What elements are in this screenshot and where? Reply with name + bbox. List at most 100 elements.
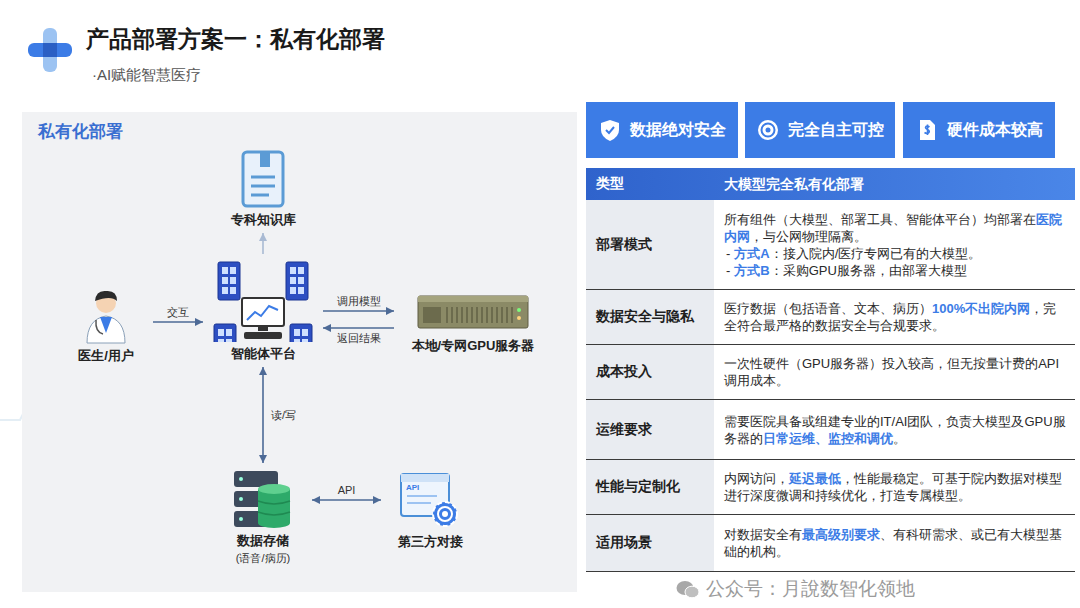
icon-wrap — [208, 258, 318, 342]
logo-cross — [28, 28, 72, 72]
highlight-text: 延迟最低 — [789, 471, 841, 486]
panel-title: 私有化部署 — [38, 120, 123, 143]
cell-paragraph: 需要医院具备或组建专业的IT/AI团队，负责大模型及GPU服务器的日常运维、监控… — [724, 413, 1067, 447]
icon-node: API 第三方对接 — [385, 470, 475, 551]
watermark: 公众号：月說数智化领地 — [676, 576, 915, 602]
table-head-cell: 性能与定制化 — [586, 460, 714, 514]
node-sublabel: (语音/病历) — [236, 550, 290, 566]
slide-title: 产品部署方案一：私有化部署 — [86, 24, 385, 55]
node-label: 智能体平台 — [231, 345, 296, 363]
table-head-cell: 成本投入 — [586, 345, 714, 399]
cell-text: ，与公网物理隔离。 — [750, 229, 867, 244]
cell-text: 。 — [893, 431, 906, 446]
row-heading: 成本投入 — [596, 363, 652, 381]
cell-text: 对数据安全有 — [724, 527, 802, 542]
icon-node: 医生/用户 — [63, 286, 149, 365]
cell-text: ：接入院内/医疗专网已有的大模型。 — [770, 246, 982, 261]
badge-icon — [915, 118, 939, 142]
connector — [153, 321, 203, 323]
cell-paragraph: 对数据安全有最高级别要求、有科研需求、或已有大模型基础的机构。 — [724, 526, 1067, 560]
slide-subtitle: ·AI赋能智慧医疗 — [92, 66, 201, 85]
table-cell: 一次性硬件（GPU服务器）投入较高，但无按量计费的API调用成本。 — [714, 345, 1075, 399]
node-icon — [417, 290, 529, 334]
cell-text: - — [726, 263, 730, 278]
highlight-text: 最高级别要求 — [802, 527, 880, 542]
cell-paragraph: -方式B：采购GPU服务器，由部署大模型 — [724, 262, 1067, 279]
icon-wrap — [417, 290, 529, 334]
edge-label: 返回结果 — [335, 331, 383, 345]
node-label: 医生/用户 — [78, 347, 134, 365]
node-icon — [81, 286, 131, 344]
table-cell: 大模型完全私有化部署 — [714, 168, 1075, 200]
badge-icon — [756, 118, 780, 142]
row-heading: 类型 — [596, 175, 624, 193]
cell-paragraph: 一次性硬件（GPU服务器）投入较高，但无按量计费的API调用成本。 — [724, 355, 1067, 389]
table-head-cell: 类型 — [586, 168, 714, 200]
icon-wrap — [233, 150, 293, 208]
node-label: 专科知识库 — [231, 211, 296, 229]
node-icon — [232, 467, 294, 529]
cell-text: 一次性硬件（GPU服务器）投入较高，但无按量计费的API调用成本。 — [724, 356, 1059, 388]
connector — [262, 233, 264, 254]
row-heading: 性能与定制化 — [596, 478, 680, 496]
node-icon — [233, 150, 293, 208]
table-row: 适用场景 对数据安全有最高级别要求、有科研需求、或已有大模型基础的机构。 — [586, 515, 1075, 572]
feature-badge: 完全自主可控 — [745, 102, 895, 158]
connector — [323, 310, 394, 312]
spec-table: 类型 大模型完全私有化部署部署模式 所有组件（大模型、部署工具、智能体平台）均部署在… — [586, 168, 1075, 572]
table-head-cell: 数据安全与隐私 — [586, 290, 714, 344]
cell-paragraph: 所有组件（大模型、部署工具、智能体平台）均部署在医院内网，与公网物理隔离。 — [724, 211, 1067, 245]
highlight-text: 方式B — [734, 263, 769, 278]
node-icon — [208, 258, 318, 342]
icon-node: 数据存储(语音/病历) — [218, 467, 308, 566]
row-heading: 部署模式 — [596, 236, 652, 254]
icon-wrap — [81, 286, 131, 344]
badge-icon — [598, 118, 622, 142]
table-cell: 医疗数据（包括语音、文本、病历）100%不出院内网，完全符合最严格的数据安全与合… — [714, 290, 1075, 344]
icon-text: API — [406, 483, 419, 492]
wechat-icon — [676, 579, 700, 599]
cell-text: ：采购GPU服务器，由部署大模型 — [770, 263, 967, 278]
table-head-cell: 部署模式 — [586, 200, 714, 289]
row-heading: 运维要求 — [596, 421, 652, 439]
badge-text: 完全自主可控 — [788, 120, 884, 141]
node-label: 第三方对接 — [398, 533, 463, 551]
connector — [323, 327, 394, 329]
table-row: 类型 大模型完全私有化部署 — [586, 168, 1075, 200]
connector — [312, 499, 381, 501]
table-head-cell: 适用场景 — [586, 515, 714, 571]
edge-label: API — [336, 483, 358, 497]
highlight-text: 日常运维、监控和调优 — [763, 431, 893, 446]
node-label: 数据存储 — [237, 532, 289, 550]
node-icon — [399, 470, 461, 530]
cell-text: 大模型完全私有化部署 — [724, 176, 864, 192]
table-cell: 对数据安全有最高级别要求、有科研需求、或已有大模型基础的机构。 — [714, 515, 1075, 571]
row-heading: 数据安全与隐私 — [596, 308, 694, 326]
row-heading: 适用场景 — [596, 534, 652, 552]
icon-wrap: API — [399, 470, 461, 530]
table-row: 运维要求 需要医院具备或组建专业的IT/AI团队，负责大模型及GPU服务器的日常运… — [586, 400, 1075, 460]
table-cell: 内网访问，延迟最低，性能最稳定。可基于院内数据对模型进行深度微调和持续优化，打造… — [714, 460, 1075, 514]
cell-paragraph: 医疗数据（包括语音、文本、病历）100%不出院内网，完全符合最严格的数据安全与合… — [724, 300, 1067, 334]
panel: 私有化部署专科知识库医生/用户 智能体平台 本地/专网GPU服务器数据存储(语音/病… — [22, 112, 577, 592]
edge-label: 读/写 — [269, 408, 298, 422]
connector — [262, 367, 264, 463]
table-cell: 所有组件（大模型、部署工具、智能体平台）均部署在医院内网，与公网物理隔离。-方式… — [714, 200, 1075, 289]
feature-badge: 数据绝对安全 — [586, 102, 738, 158]
table-row: 部署模式 所有组件（大模型、部署工具、智能体平台）均部署在医院内网，与公网物理隔离… — [586, 200, 1075, 290]
cell-paragraph: 内网访问，延迟最低，性能最稳定。可基于院内数据对模型进行深度微调和持续优化，打造… — [724, 470, 1067, 504]
badge-text: 硬件成本较高 — [947, 120, 1043, 141]
icon-node: 专科知识库 — [218, 150, 308, 229]
feature-badge: 硬件成本较高 — [903, 102, 1055, 158]
icon-node: 本地/专网GPU服务器 — [398, 290, 548, 355]
table-row: 成本投入 一次性硬件（GPU服务器）投入较高，但无按量计费的API调用成本。 — [586, 345, 1075, 400]
cell-text: - — [726, 246, 730, 261]
icon-wrap — [232, 467, 294, 529]
node-label: 本地/专网GPU服务器 — [412, 337, 535, 355]
watermark-text: 公众号：月說数智化领地 — [706, 576, 915, 602]
table-row: 数据安全与隐私 医疗数据（包括语音、文本、病历）100%不出院内网，完全符合最严格… — [586, 290, 1075, 345]
highlight-text: 100%不出院内网 — [932, 301, 1030, 316]
cell-text: 所有组件（大模型、部署工具、智能体平台）均部署在 — [724, 212, 1036, 227]
table-head-cell: 运维要求 — [586, 400, 714, 459]
table-row: 性能与定制化 内网访问，延迟最低，性能最稳定。可基于院内数据对模型进行深度微调和持… — [586, 460, 1075, 515]
